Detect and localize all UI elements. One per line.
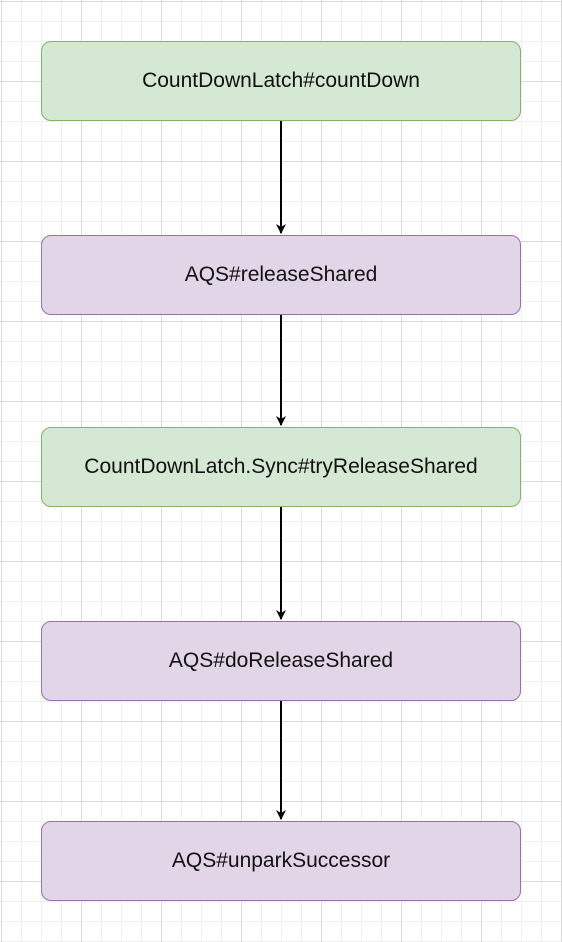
node-label: AQS#unparkSuccessor (171, 849, 391, 872)
node-countdownlatch-countdown[interactable]: CountDownLatch#countDown (41, 41, 521, 121)
node-label: CountDownLatch.Sync#tryReleaseShared (84, 455, 478, 478)
node-label: AQS#doReleaseShared (168, 649, 394, 672)
node-label: CountDownLatch#countDown (142, 69, 420, 92)
node-label: AQS#releaseShared (184, 263, 378, 286)
node-aqs-releaseshared[interactable]: AQS#releaseShared (41, 235, 521, 315)
node-sync-tryreleaseshared[interactable]: CountDownLatch.Sync#tryReleaseShared (41, 427, 521, 507)
node-aqs-unparksuccessor[interactable]: AQS#unparkSuccessor (41, 821, 521, 901)
node-aqs-doreleaseshared[interactable]: AQS#doReleaseShared (41, 621, 521, 701)
